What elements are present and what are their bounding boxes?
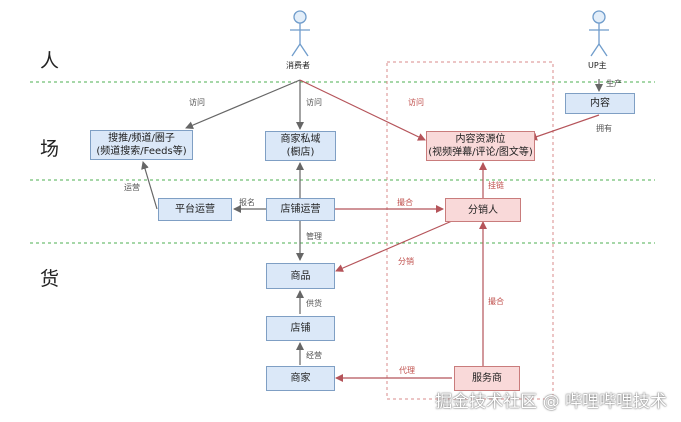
watermark: 掘金技术社区 @ 哔哩哔哩技术 — [435, 392, 667, 412]
up-owner-label: UP主 — [588, 61, 607, 70]
edge-visit-left — [185, 79, 301, 129]
edge-label-visit-right: 访问 — [408, 98, 424, 107]
node-private-domain-line1: 商家私域 — [280, 134, 321, 145]
edge-label-operate: 运营 — [124, 183, 140, 192]
lane-label-goods: 货 — [40, 268, 60, 290]
node-store-ops: 店铺运营 — [266, 198, 335, 221]
edge-label-signup: 报名 — [239, 198, 255, 207]
lane-label-field: 场 — [40, 138, 60, 160]
node-service-provider: 服务商 — [454, 366, 520, 391]
edge-label-distribute: 分销 — [398, 257, 414, 266]
node-content-slot: 内容资源位 (视频弹幕/评论/图文等) — [426, 131, 535, 161]
consumer-label: 消费者 — [286, 61, 310, 70]
lane-label-people: 人 — [40, 50, 60, 72]
edge-label-visit-mid: 访问 — [306, 98, 322, 107]
edge-label-agent: 代理 — [399, 366, 415, 375]
node-content: 内容 — [565, 93, 635, 114]
node-private-domain-line2: (橱店) — [286, 147, 315, 158]
edge-label-supply: 供货 — [306, 299, 322, 308]
up-owner-actor-icon — [589, 10, 609, 57]
node-private-domain: 商家私域 (橱店) — [265, 131, 336, 161]
edge-label-match-top: 撮合 — [397, 198, 413, 207]
node-content-slot-line1: 内容资源位 — [455, 134, 506, 145]
edge-own — [529, 114, 600, 141]
edge-label-match-right: 撮合 — [488, 297, 504, 306]
edge-label-produce: 生产 — [606, 79, 622, 88]
node-recommend-line1: 搜推/频道/圈子 — [108, 133, 175, 144]
node-goods: 商品 — [266, 263, 335, 289]
edge-label-visit-left: 访问 — [189, 98, 205, 107]
edge-distribute — [335, 220, 453, 272]
node-recommend-line2: (频道搜索/Feeds等) — [96, 146, 187, 157]
edge-operate — [141, 161, 158, 210]
edge-label-mount: 挂链 — [488, 181, 504, 190]
node-store: 店铺 — [266, 316, 335, 341]
consumer-actor-icon — [290, 10, 310, 57]
node-recommend: 搜推/频道/圈子 (频道搜索/Feeds等) — [90, 130, 193, 160]
node-distributor: 分销人 — [445, 198, 521, 222]
edge-label-manage: 管理 — [306, 232, 322, 241]
edge-label-run: 经营 — [306, 351, 322, 360]
node-content-slot-line2: (视频弹幕/评论/图文等) — [428, 147, 533, 158]
node-merchant: 商家 — [266, 366, 335, 391]
node-platform-ops: 平台运营 — [158, 198, 232, 221]
edge-label-own: 拥有 — [596, 124, 612, 133]
edge-visit-right — [299, 79, 426, 141]
distribution-region — [386, 61, 554, 400]
